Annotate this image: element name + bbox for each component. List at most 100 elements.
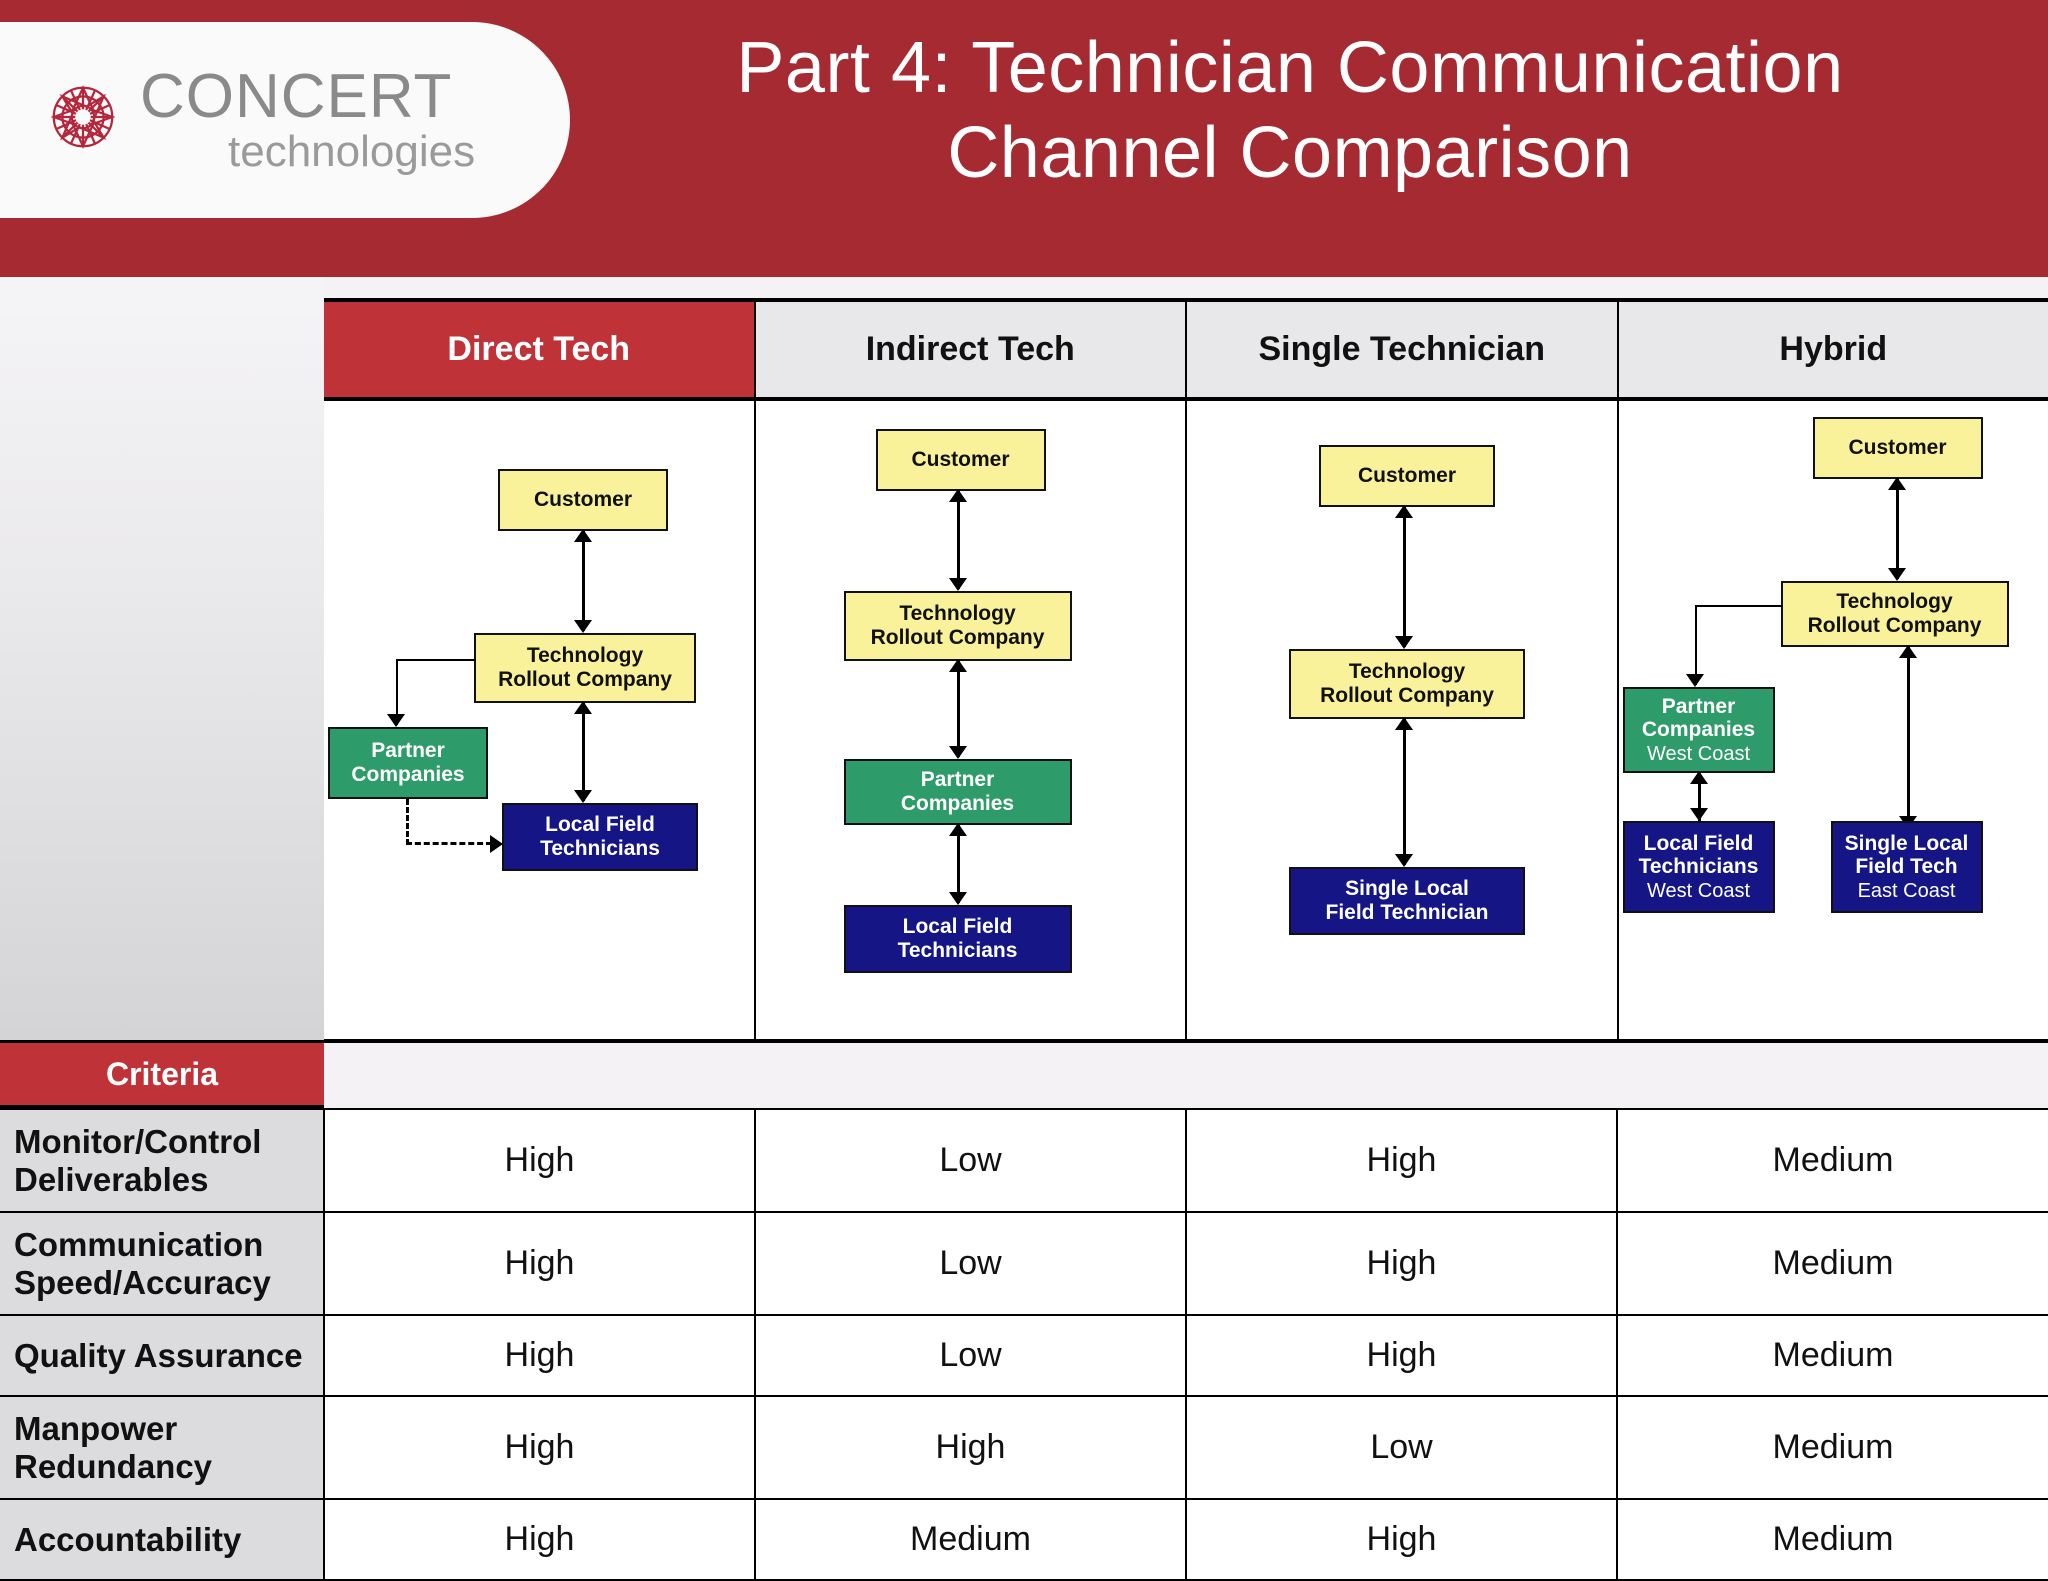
cell-direct-tech: High xyxy=(324,1499,755,1580)
arrowhead-down-technician xyxy=(1395,854,1413,867)
table-row: Accountability High Medium High Medium xyxy=(0,1499,2048,1580)
row-label-accountability: Accountability xyxy=(0,1499,324,1580)
node-single-local-field-technician: Single Local Field Technician xyxy=(1289,867,1525,935)
arrowhead-down-partner xyxy=(1686,674,1704,687)
brand-logo: CONCERT technologies xyxy=(0,22,570,218)
concert-starburst-icon xyxy=(40,74,126,160)
cell-hybrid: Medium xyxy=(1617,1396,2048,1499)
arrowhead-up-partner xyxy=(949,823,967,836)
connector-customer-rollout xyxy=(582,531,585,631)
cell-single-technician: High xyxy=(1186,1109,1617,1212)
column-header-hybrid[interactable]: Hybrid xyxy=(1619,302,2048,397)
cell-single-technician: High xyxy=(1186,1315,1617,1396)
arrowhead-down-rollout xyxy=(1888,568,1906,581)
arrowhead-up-partner-west xyxy=(1690,771,1708,784)
arrowhead-up-rollout-2 xyxy=(574,701,592,714)
row-label-communication-speed-accuracy: Communication Speed/Accuracy xyxy=(0,1212,324,1315)
node-technology-rollout-company: Technology Rollout Company xyxy=(1781,581,2009,647)
node-technology-rollout-company: Technology Rollout Company xyxy=(844,591,1072,661)
node-local-field-technicians: Local Field Technicians xyxy=(844,905,1072,973)
diagram-row: Customer Technology Rollout Company Part… xyxy=(324,401,2048,1043)
cell-indirect-tech: Low xyxy=(755,1315,1186,1396)
connector-partner-techs-dashed xyxy=(406,799,492,845)
diagram-indirect-tech: Customer Technology Rollout Company Part… xyxy=(756,401,1188,1039)
node-single-local-field-tech-east: Single Local Field Tech East Coast xyxy=(1831,821,1983,913)
connector-rollout-partner xyxy=(1695,605,1783,685)
arrowhead-down-partner xyxy=(387,714,405,727)
connector-customer-rollout xyxy=(1896,479,1899,579)
title-banner: CONCERT technologies Part 4: Technician … xyxy=(0,0,2048,277)
node-technology-rollout-company: Technology Rollout Company xyxy=(474,633,696,703)
left-gradient-panel xyxy=(0,277,324,1043)
column-header-single-technician[interactable]: Single Technician xyxy=(1187,302,1619,397)
column-header-direct-tech[interactable]: Direct Tech xyxy=(324,302,756,397)
node-east-tech-region: East Coast xyxy=(1858,880,1956,902)
arrowhead-up-customer xyxy=(1888,477,1906,490)
connector-rollout-east-tech xyxy=(1907,647,1910,827)
comparison-board: Direct Tech Indirect Tech Single Technic… xyxy=(0,277,2048,1536)
node-west-techs-region: West Coast xyxy=(1647,880,1750,902)
node-customer: Customer xyxy=(1813,417,1983,479)
arrowhead-up-rollout-2 xyxy=(949,659,967,672)
arrowhead-down-techs xyxy=(574,790,592,803)
arrowhead-down-rollout xyxy=(949,578,967,591)
page-title-line-1: Part 4: Technician Communication xyxy=(560,26,2020,111)
cell-indirect-tech: Low xyxy=(755,1212,1186,1315)
cell-hybrid: Medium xyxy=(1617,1212,2048,1315)
cell-hybrid: Medium xyxy=(1617,1109,2048,1212)
cell-hybrid: Medium xyxy=(1617,1315,2048,1396)
arrowhead-up-customer xyxy=(1395,505,1413,518)
diagram-single-technician: Customer Technology Rollout Company Sing… xyxy=(1187,401,1619,1039)
node-customer: Customer xyxy=(1319,445,1495,507)
diagram-direct-tech: Customer Technology Rollout Company Part… xyxy=(324,401,756,1039)
cell-direct-tech: High xyxy=(324,1396,755,1499)
brand-tagline: technologies xyxy=(228,130,475,174)
node-partner-region: West Coast xyxy=(1647,743,1750,765)
cell-indirect-tech: High xyxy=(755,1396,1186,1499)
cell-indirect-tech: Medium xyxy=(755,1499,1186,1580)
arrowhead-down-rollout xyxy=(1395,636,1413,649)
arrowhead-up-rollout xyxy=(1395,717,1413,730)
node-local-field-technicians-west: Local Field Technicians West Coast xyxy=(1623,821,1775,913)
connector-rollout-techs xyxy=(582,703,585,801)
page-title: Part 4: Technician Communication Channel… xyxy=(560,26,2020,196)
comparison-table: Monitor/Control Deliverables High Low Hi… xyxy=(0,1108,2048,1581)
node-partner-companies: Partner Companies xyxy=(328,727,488,799)
node-local-field-technicians: Local Field Technicians xyxy=(502,803,698,871)
node-customer: Customer xyxy=(498,469,668,531)
cell-single-technician: High xyxy=(1186,1499,1617,1580)
cell-direct-tech: High xyxy=(324,1212,755,1315)
brand-wordmark: CONCERT xyxy=(140,66,475,128)
connector-rollout-partner xyxy=(957,661,960,757)
row-label-manpower-redundancy: Manpower Redundancy xyxy=(0,1396,324,1499)
cell-hybrid: Medium xyxy=(1617,1499,2048,1580)
node-customer: Customer xyxy=(876,429,1046,491)
cell-single-technician: High xyxy=(1186,1212,1617,1315)
table-row: Communication Speed/Accuracy High Low Hi… xyxy=(0,1212,2048,1315)
connector-customer-rollout xyxy=(957,491,960,589)
connector-rollout-partner xyxy=(396,659,476,725)
page-title-line-2: Channel Comparison xyxy=(560,111,2020,196)
arrowhead-up-rollout-right xyxy=(1899,645,1917,658)
arrowhead-down-techs xyxy=(949,892,967,905)
table-row: Manpower Redundancy High High Low Medium xyxy=(0,1396,2048,1499)
column-header-row: Direct Tech Indirect Tech Single Technic… xyxy=(324,298,2048,401)
arrowhead-down-rollout xyxy=(574,620,592,633)
node-technology-rollout-company: Technology Rollout Company xyxy=(1289,649,1525,719)
node-partner-companies-west: Partner Companies West Coast xyxy=(1623,687,1775,773)
row-label-quality-assurance: Quality Assurance xyxy=(0,1315,324,1396)
connector-rollout-technician xyxy=(1403,719,1406,865)
cell-direct-tech: High xyxy=(324,1315,755,1396)
table-row: Quality Assurance High Low High Medium xyxy=(0,1315,2048,1396)
arrowhead-up-customer xyxy=(574,529,592,542)
arrowhead-up-customer xyxy=(949,489,967,502)
connector-customer-rollout xyxy=(1403,507,1406,647)
column-header-indirect-tech[interactable]: Indirect Tech xyxy=(756,302,1188,397)
arrowhead-down-partner xyxy=(949,746,967,759)
row-label-monitor-control-deliverables: Monitor/Control Deliverables xyxy=(0,1109,324,1212)
cell-single-technician: Low xyxy=(1186,1396,1617,1499)
criteria-header-cell: Criteria xyxy=(0,1040,324,1108)
diagram-hybrid: Customer Technology Rollout Company Part… xyxy=(1619,401,2048,1039)
node-partner-companies: Partner Companies xyxy=(844,759,1072,825)
cell-direct-tech: High xyxy=(324,1109,755,1212)
